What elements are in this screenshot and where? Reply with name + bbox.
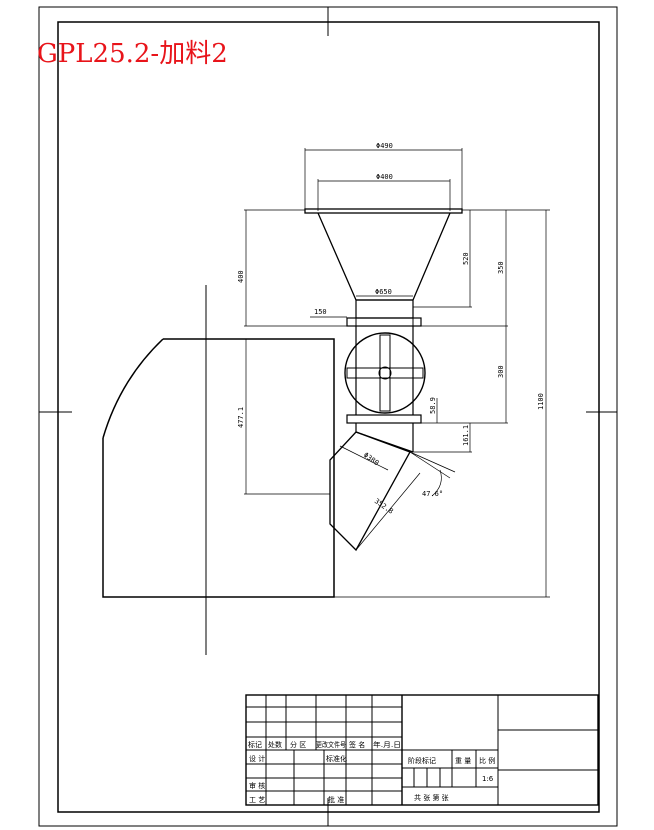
hopper-neck xyxy=(355,299,414,319)
dim-flange-outer: Φ490 xyxy=(376,142,393,150)
outer-border xyxy=(38,6,618,827)
dim-neck: Φ650 xyxy=(375,288,392,296)
tb-gengai: 更改文件号 xyxy=(316,740,346,749)
upper-valve-flange xyxy=(346,317,422,327)
dim-height-161: 161.1 xyxy=(462,425,470,446)
inner-frame xyxy=(57,21,600,813)
tb-sheji: 设 计 xyxy=(249,754,265,763)
dim-flange-inner: Φ400 xyxy=(376,173,393,181)
title-block xyxy=(245,694,599,806)
tb-nianyueri: 年.月.日 xyxy=(373,740,401,749)
dim-height-350: 350 xyxy=(497,261,505,274)
dim-height-400: 400 xyxy=(237,270,245,283)
tb-pizhun: 批 准 xyxy=(328,795,344,804)
machine-body-curve xyxy=(102,338,164,439)
tb-shenhe: 审 核 xyxy=(249,781,265,790)
rotor-hub xyxy=(378,366,392,380)
tb-scale: 1:6 xyxy=(482,775,494,783)
dim-height-300: 300 xyxy=(497,365,505,378)
dim-total-height: 1100 xyxy=(537,393,545,410)
tb-gongyi: 工 艺 xyxy=(249,796,265,804)
tb-biaozhunhua: 标准化 xyxy=(326,754,347,763)
machine-body xyxy=(102,338,335,598)
tb-bili: 比 例 xyxy=(479,756,495,765)
dim-angle: 47.6° xyxy=(422,490,443,498)
tb-jieduan: 阶段标记 xyxy=(408,756,436,765)
hopper-flange xyxy=(304,208,463,214)
dim-height-520: 520 xyxy=(462,252,470,265)
lower-valve-flange xyxy=(346,414,422,424)
tb-zhongliang: 重 量 xyxy=(455,757,471,765)
tb-chushu: 处数 xyxy=(268,740,282,749)
drawing-title: GPL25.2-加料2 xyxy=(37,39,228,69)
dim-offset: 150 xyxy=(314,308,327,316)
inclined-chute xyxy=(329,431,411,552)
dim-height-58: 58.9 xyxy=(429,397,437,414)
tb-gongzhang: 共 张 第 张 xyxy=(414,793,449,802)
tb-biaoji: 标记 xyxy=(248,740,262,749)
tb-fenqu: 分 区 xyxy=(290,740,306,749)
tb-qianming: 签 名 xyxy=(349,740,365,749)
hopper-cone xyxy=(317,212,451,301)
rotary-valve-rotor xyxy=(344,332,426,414)
dim-height-477: 477.1 xyxy=(237,407,245,428)
